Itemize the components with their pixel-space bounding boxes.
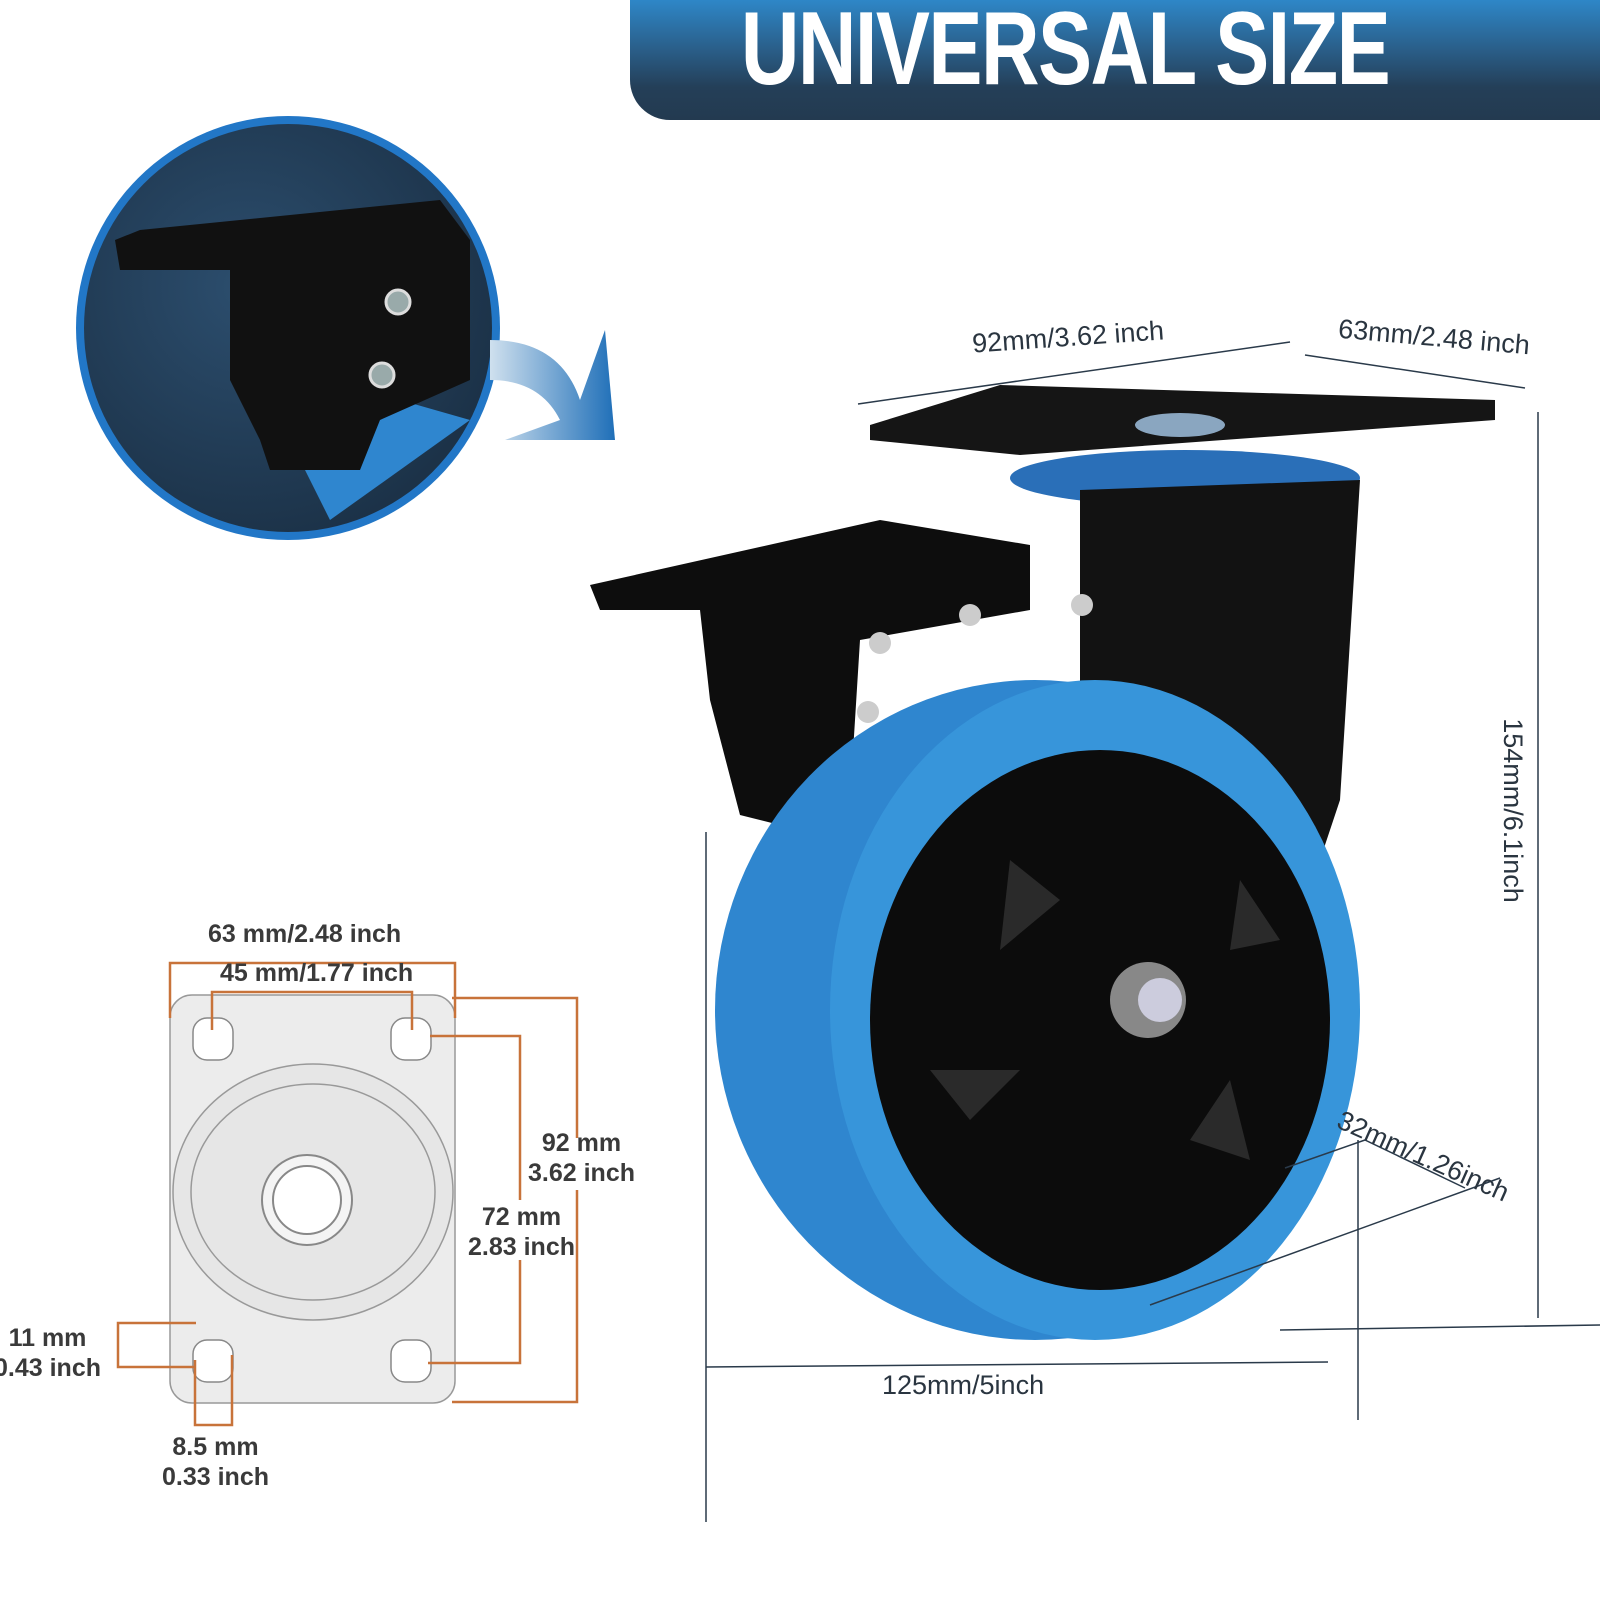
wheel-diameter-label: 125mm/5inch [882, 1370, 1045, 1400]
outer-length-mm: 92 mm [541, 1129, 622, 1157]
dimension-lines [705, 341, 1600, 1522]
brake-closeup [76, 116, 500, 540]
hole-spacing-length-inch: 2.83 inch [468, 1233, 575, 1261]
arrow-icon [490, 330, 615, 440]
caster-product [590, 385, 1495, 1340]
slot-width-mm: 8.5 mm [172, 1433, 259, 1461]
title-banner: UNIVERSAL SIZE [630, 0, 1600, 120]
hole-spacing-width-label: 45 mm/1.77 inch [220, 959, 414, 987]
slot-length-mm: 11 mm [8, 1324, 87, 1352]
total-height-label: 154mm/6.1inch [1497, 718, 1528, 903]
hole-spacing-length-mm: 72 mm [481, 1203, 562, 1231]
slot-length-inch: 0.43 inch [0, 1354, 101, 1382]
slot-width-inch: 0.33 inch [162, 1463, 269, 1491]
mounting-plate-diagram [116, 961, 579, 1427]
outer-length-inch: 3.62 inch [528, 1159, 635, 1187]
banner-title: UNIVERSAL SIZE [740, 0, 1391, 107]
outer-width-label: 63 mm/2.48 inch [208, 920, 402, 948]
